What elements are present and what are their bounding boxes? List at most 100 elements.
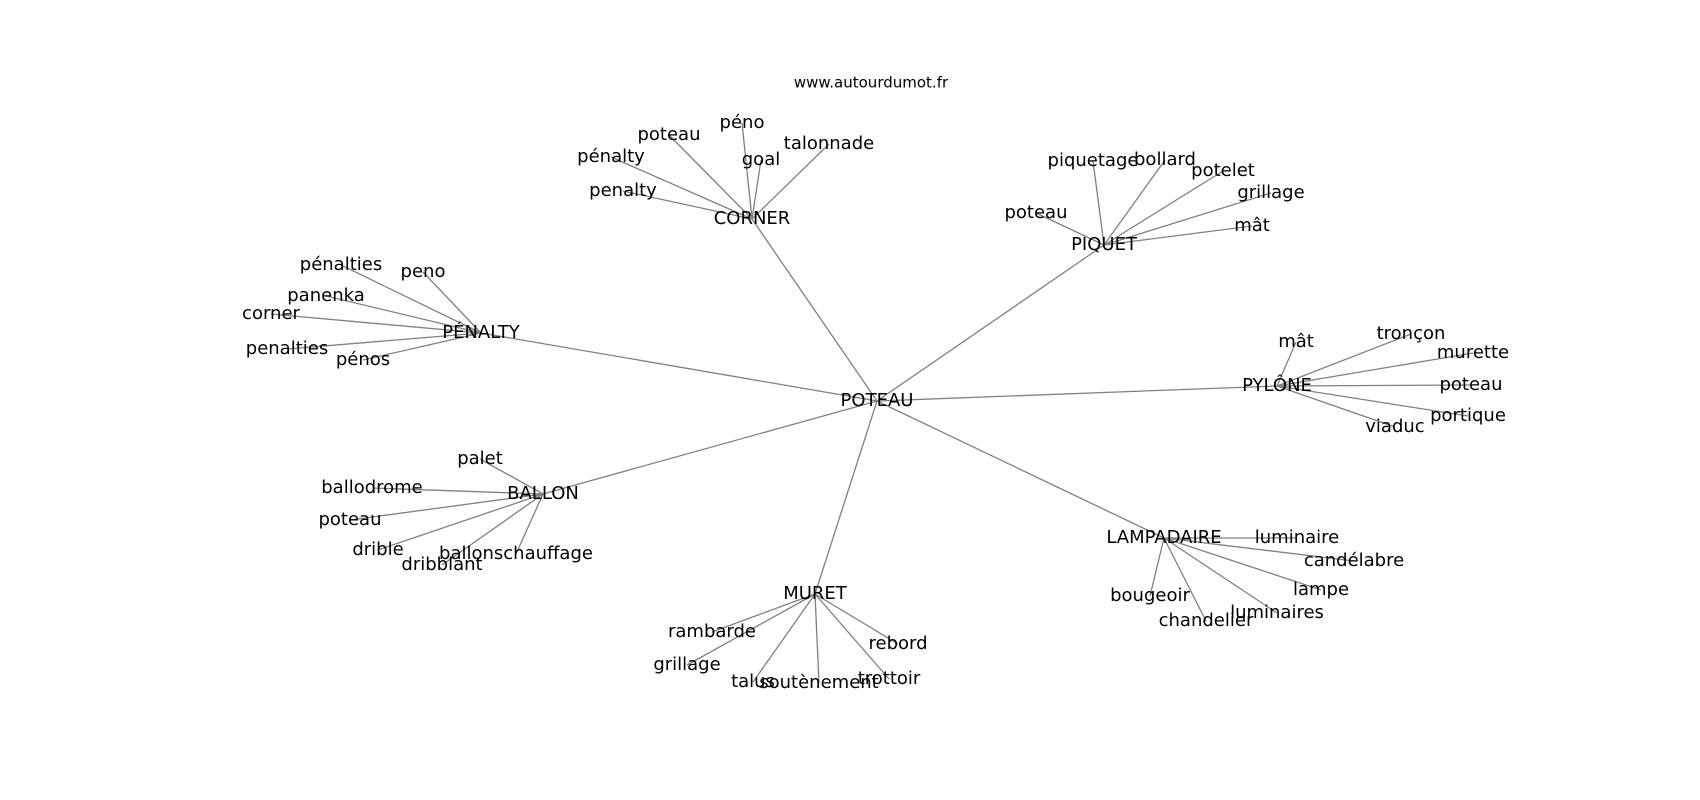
leaf-node-label: mât	[1234, 215, 1270, 236]
leaf-node-label: piquetage	[1048, 150, 1139, 171]
leaf-node-label: pénos	[336, 349, 390, 370]
leaf-node-label: tronçon	[1377, 323, 1446, 344]
edge-hub-0-leaf-3	[751, 159, 762, 220]
edge-hub-5-leaf-1	[1163, 537, 1355, 562]
leaf-node-label: panenka	[287, 285, 364, 306]
leaf-node-label: ballodrome	[321, 477, 423, 498]
hub-node-label: PIQUET	[1071, 234, 1138, 255]
edge-hub-4-leaf-3	[377, 493, 544, 551]
edge-center-hub-4	[542, 400, 878, 495]
edge-hub-1-leaf-2	[1103, 170, 1224, 246]
edge-hub-6-leaf-4	[814, 593, 890, 680]
edge-center-hub-2	[480, 332, 878, 402]
edge-hub-3-leaf-3	[1276, 384, 1472, 387]
leaf-node-label: corner	[242, 303, 300, 324]
labels-layer: www.autourdumot.fr péno poteau talonnadego…	[242, 74, 1509, 694]
edge-hub-0-leaf-4	[610, 156, 753, 220]
leaf-node-label: rebord	[868, 633, 927, 654]
leaf-node-label: palet	[457, 448, 503, 469]
edge-hub-1-leaf-0	[1092, 160, 1105, 246]
edge-center-hub-6	[814, 400, 878, 595]
edge-hub-4-leaf-5	[515, 493, 544, 555]
edge-hub-2-leaf-3	[270, 313, 482, 334]
edge-hub-1-leaf-4	[1035, 212, 1105, 246]
leaf-node-label: rambarde	[668, 621, 756, 642]
edge-hub-0-leaf-2	[751, 143, 830, 220]
leaf-node-label: potelet	[1191, 160, 1255, 181]
edge-hub-5-leaf-5	[1149, 537, 1165, 597]
leaf-node-label: penalties	[246, 338, 328, 359]
leaf-node-label: viaduc	[1365, 416, 1424, 437]
leaf-node-label: soutènement	[759, 672, 879, 693]
leaf-node-label: bollard	[1134, 149, 1196, 170]
hub-node-label: BALLON	[507, 483, 579, 504]
leaf-node-label: grillage	[1237, 182, 1304, 203]
leaf-node-label: luminaires	[1230, 602, 1324, 623]
leaf-node-label: péno	[720, 112, 765, 133]
edge-hub-6-leaf-2	[752, 593, 816, 683]
edge-hub-4-leaf-0	[479, 458, 544, 495]
leaf-node-label: bougeoir	[1110, 585, 1190, 606]
leaf-node-label: candélabre	[1304, 550, 1404, 571]
edge-hub-2-leaf-2	[325, 295, 482, 334]
edge-hub-2-leaf-4	[286, 332, 482, 350]
edges-layer	[270, 122, 1474, 684]
edge-hub-5-leaf-4	[1163, 537, 1207, 622]
leaf-node-label: poteau	[1439, 374, 1502, 395]
leaf-node-label: drible	[352, 539, 403, 560]
edge-hub-1-leaf-5	[1103, 225, 1253, 246]
edge-hub-4-leaf-1	[371, 487, 544, 495]
edge-hub-5-leaf-2	[1163, 537, 1322, 591]
edge-center-hub-5	[876, 400, 1165, 539]
leaf-node-label: talonnade	[784, 133, 874, 154]
hub-node-label: PÉNALTY	[442, 321, 521, 343]
leaf-node-label: pénalty	[577, 146, 645, 167]
leaf-node-label: portique	[1430, 405, 1506, 426]
leaf-node-label: grillage	[653, 654, 720, 675]
leaf-node-label: chandelier	[1159, 610, 1254, 631]
edge-center-hub-0	[751, 218, 878, 402]
edge-hub-3-leaf-2	[1276, 352, 1474, 387]
leaf-node-label: peno	[401, 261, 446, 282]
leaf-node-label: pénalties	[300, 254, 382, 275]
leaf-node-label: poteau	[637, 124, 700, 145]
edge-center-hub-1	[876, 244, 1105, 402]
edge-hub-6-leaf-3	[814, 593, 820, 684]
edge-hub-3-leaf-5	[1276, 385, 1396, 428]
leaf-node-label: ballonschauffage	[439, 543, 593, 564]
hub-node-label: CORNER	[714, 208, 791, 229]
edge-hub-5-leaf-3	[1163, 537, 1278, 614]
hub-node-label: PYLÔNE	[1242, 374, 1312, 396]
hub-node-label: LAMPADAIRE	[1106, 527, 1221, 548]
leaf-node-label: poteau	[1004, 202, 1067, 223]
edge-hub-3-leaf-4	[1276, 385, 1469, 417]
edge-hub-0-leaf-5	[622, 190, 753, 220]
edge-hub-1-leaf-1	[1103, 159, 1166, 246]
edge-hub-0-leaf-1	[668, 134, 753, 220]
edge-hub-4-leaf-4	[441, 493, 544, 566]
edge-hub-0-leaf-0	[741, 122, 753, 220]
leaf-node-label: goal	[742, 149, 780, 170]
edge-hub-2-leaf-5	[362, 332, 482, 361]
edge-hub-2-leaf-1	[422, 271, 482, 334]
edge-hub-6-leaf-0	[711, 593, 816, 633]
leaf-node-label: murette	[1437, 342, 1509, 363]
edge-hub-4-leaf-2	[349, 493, 544, 521]
leaf-node-label: mât	[1278, 331, 1314, 352]
edge-hub-3-leaf-1	[1276, 333, 1412, 387]
edge-hub-2-leaf-0	[340, 264, 482, 334]
leaf-node-label: poteau	[318, 509, 381, 530]
leaf-node-label: trottoir	[858, 668, 921, 689]
leaf-node-label: luminaire	[1255, 527, 1339, 548]
edge-hub-6-leaf-5	[814, 593, 899, 645]
edge-center-hub-3	[876, 385, 1278, 402]
leaf-node-label: lampe	[1293, 579, 1349, 600]
edge-hub-3-leaf-0	[1276, 341, 1297, 387]
hub-node-label: MURET	[783, 583, 848, 604]
leaf-node-label: talus	[731, 671, 775, 692]
watermark-text: www.autourdumot.fr	[794, 74, 949, 92]
leaf-node-label: dribblant	[401, 554, 482, 575]
center-node-label: POTEAU	[841, 390, 914, 411]
